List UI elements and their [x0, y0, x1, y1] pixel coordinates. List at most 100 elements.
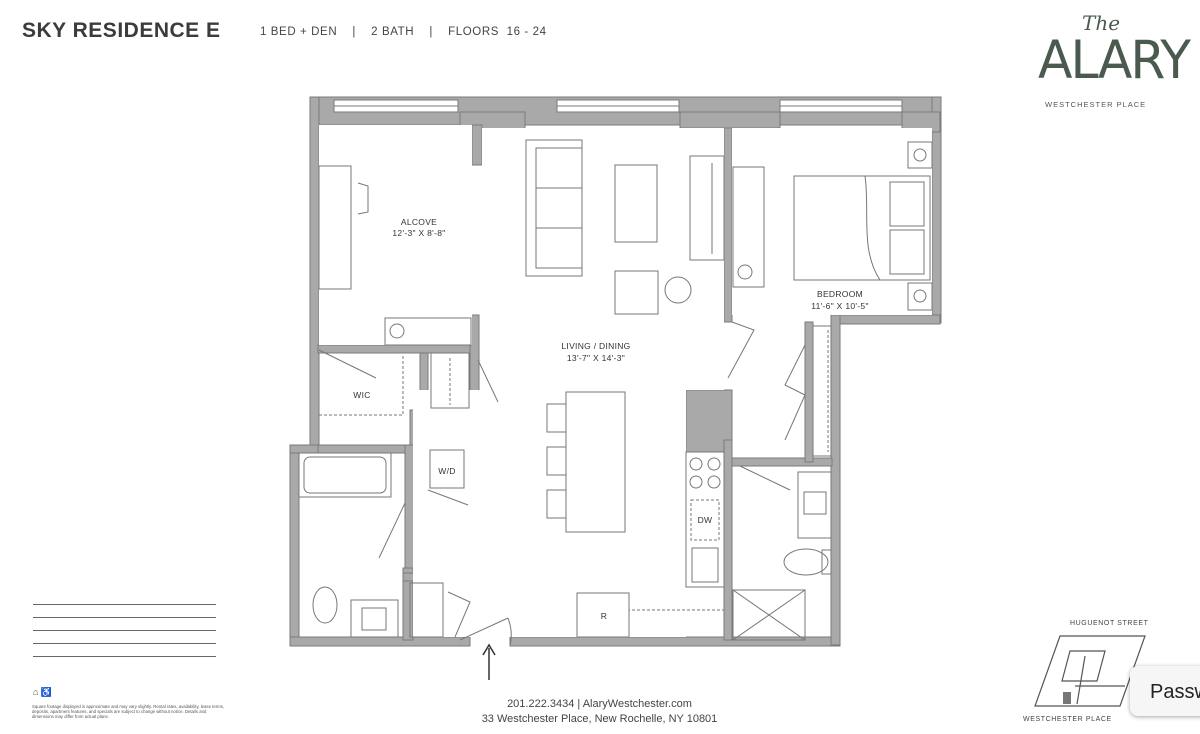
living-dims: 13'-7" X 14'-3"	[567, 353, 625, 363]
wic-door	[318, 349, 377, 379]
alcove-fixture	[389, 323, 405, 339]
stove-burner	[689, 475, 703, 489]
stove-burner	[689, 457, 703, 471]
entry-door-swing	[507, 617, 512, 647]
dishwasher	[690, 499, 720, 541]
nightstand	[907, 141, 933, 169]
pillow	[889, 181, 925, 227]
right-wall-step	[839, 314, 941, 325]
side-table	[664, 276, 692, 304]
residence-specs: 1 BED + DEN | 2 BATH | FLOORS 16 - 24	[260, 26, 547, 38]
alcove-floor	[319, 125, 472, 345]
dw-label: DW	[698, 515, 713, 525]
password-button[interactable]: Passw	[1130, 666, 1200, 716]
main-toilet	[312, 586, 338, 624]
wd-door	[427, 489, 469, 506]
shower	[732, 589, 806, 641]
disclaimer-text: Square footage displayed is approximate …	[32, 704, 225, 720]
phone-website[interactable]: 201.222.3434 | AlaryWestchester.com	[507, 698, 692, 710]
bedroom-closet-doors	[784, 344, 806, 441]
note-line	[33, 644, 216, 657]
entry-closet	[409, 582, 444, 638]
bedroom-closet	[812, 325, 832, 457]
street-label-bottom: WESTCHESTER PLACE	[1023, 716, 1112, 723]
desk-chair	[357, 182, 369, 215]
column-mid	[679, 111, 781, 129]
footer-contact: 201.222.3434 | AlaryWestchester.com 33 W…	[472, 697, 727, 727]
alcove-dims: 12'-3" X 8'-8"	[392, 228, 445, 238]
lamp	[913, 289, 927, 303]
logo-name: ALARY	[1038, 30, 1191, 91]
nightstand	[907, 282, 933, 311]
lamp	[913, 148, 927, 162]
alary-logo: The ALARY WESTCHESTER PLACE	[1030, 8, 1191, 113]
left-wall-upper	[309, 96, 320, 448]
bedroom-door	[727, 321, 755, 379]
closet-door	[477, 359, 499, 403]
wd-label: W/D	[438, 466, 455, 476]
partition-bedroom	[723, 111, 733, 323]
entry-arrow-head	[482, 643, 496, 656]
note-line	[33, 604, 216, 605]
main-vanity	[350, 599, 399, 638]
alcove-label: ALCOVE	[401, 217, 437, 227]
armchair	[614, 270, 659, 315]
key-plan-highlight	[1063, 692, 1071, 704]
toilet-tank	[821, 549, 832, 575]
stool	[546, 446, 567, 476]
alcove-storage	[384, 317, 472, 346]
column-stub	[471, 124, 483, 166]
washer-dryer	[429, 449, 465, 489]
dresser-fixture	[737, 264, 753, 280]
note-line	[33, 618, 216, 631]
bedroom-label: BEDROOM	[817, 289, 863, 299]
desk	[318, 165, 352, 290]
notes-lines	[33, 604, 216, 657]
bottom-wall-left	[289, 636, 471, 647]
bedroom-closet-wall	[804, 321, 814, 463]
bed-sheet	[864, 175, 881, 281]
sofa-cushion	[535, 227, 583, 269]
logo-subtitle: WESTCHESTER PLACE	[1045, 100, 1147, 109]
wic-shelf	[319, 355, 404, 416]
stove-burner	[707, 475, 721, 489]
key-plan: HUGUENOT STREET WESTCHESTER PLACE	[1015, 616, 1155, 734]
bottom-wall-right	[509, 636, 841, 647]
kitchen-sink	[691, 547, 719, 583]
closet	[430, 352, 470, 409]
living-floor-upper	[482, 128, 724, 390]
right-wall-lower	[830, 314, 841, 646]
dresser	[732, 166, 765, 288]
note-line	[33, 631, 216, 644]
wic-top-wall	[317, 344, 479, 354]
fridge-label: R	[601, 611, 607, 621]
bedroom-floor	[732, 128, 932, 315]
bathtub-basin	[303, 456, 387, 494]
bedroom-dims: 11'-6" X 10'-5"	[811, 301, 869, 311]
counter-upper	[628, 593, 724, 611]
stool	[546, 489, 567, 519]
bath-top-wall	[317, 444, 414, 454]
kitchen-counter	[685, 451, 725, 588]
note-line	[33, 605, 216, 618]
living-label: LIVING / DINING	[561, 341, 630, 351]
residence-title: SKY RESIDENCE E	[22, 19, 221, 42]
address: 33 Westchester Place, New Rochelle, NY 1…	[481, 713, 718, 725]
logo-the: The	[1082, 11, 1121, 35]
living-floor-lower	[413, 390, 686, 637]
key-plan-line	[1076, 655, 1086, 705]
main-sink	[361, 607, 387, 631]
pillow	[889, 229, 925, 275]
street-label-top: HUGUENOT STREET	[1070, 620, 1149, 627]
bedroom-bath-top	[731, 457, 833, 467]
left-wall-step	[289, 444, 321, 454]
key-plan-map	[1034, 635, 1146, 707]
shower-x	[732, 589, 806, 641]
vanity	[797, 471, 832, 539]
stool	[546, 403, 567, 433]
left-wall-lower	[289, 444, 300, 646]
equal-housing-icons: ⌂ ♿	[33, 687, 53, 697]
wic-label: WIC	[353, 390, 370, 400]
key-plan-block	[1061, 650, 1106, 682]
